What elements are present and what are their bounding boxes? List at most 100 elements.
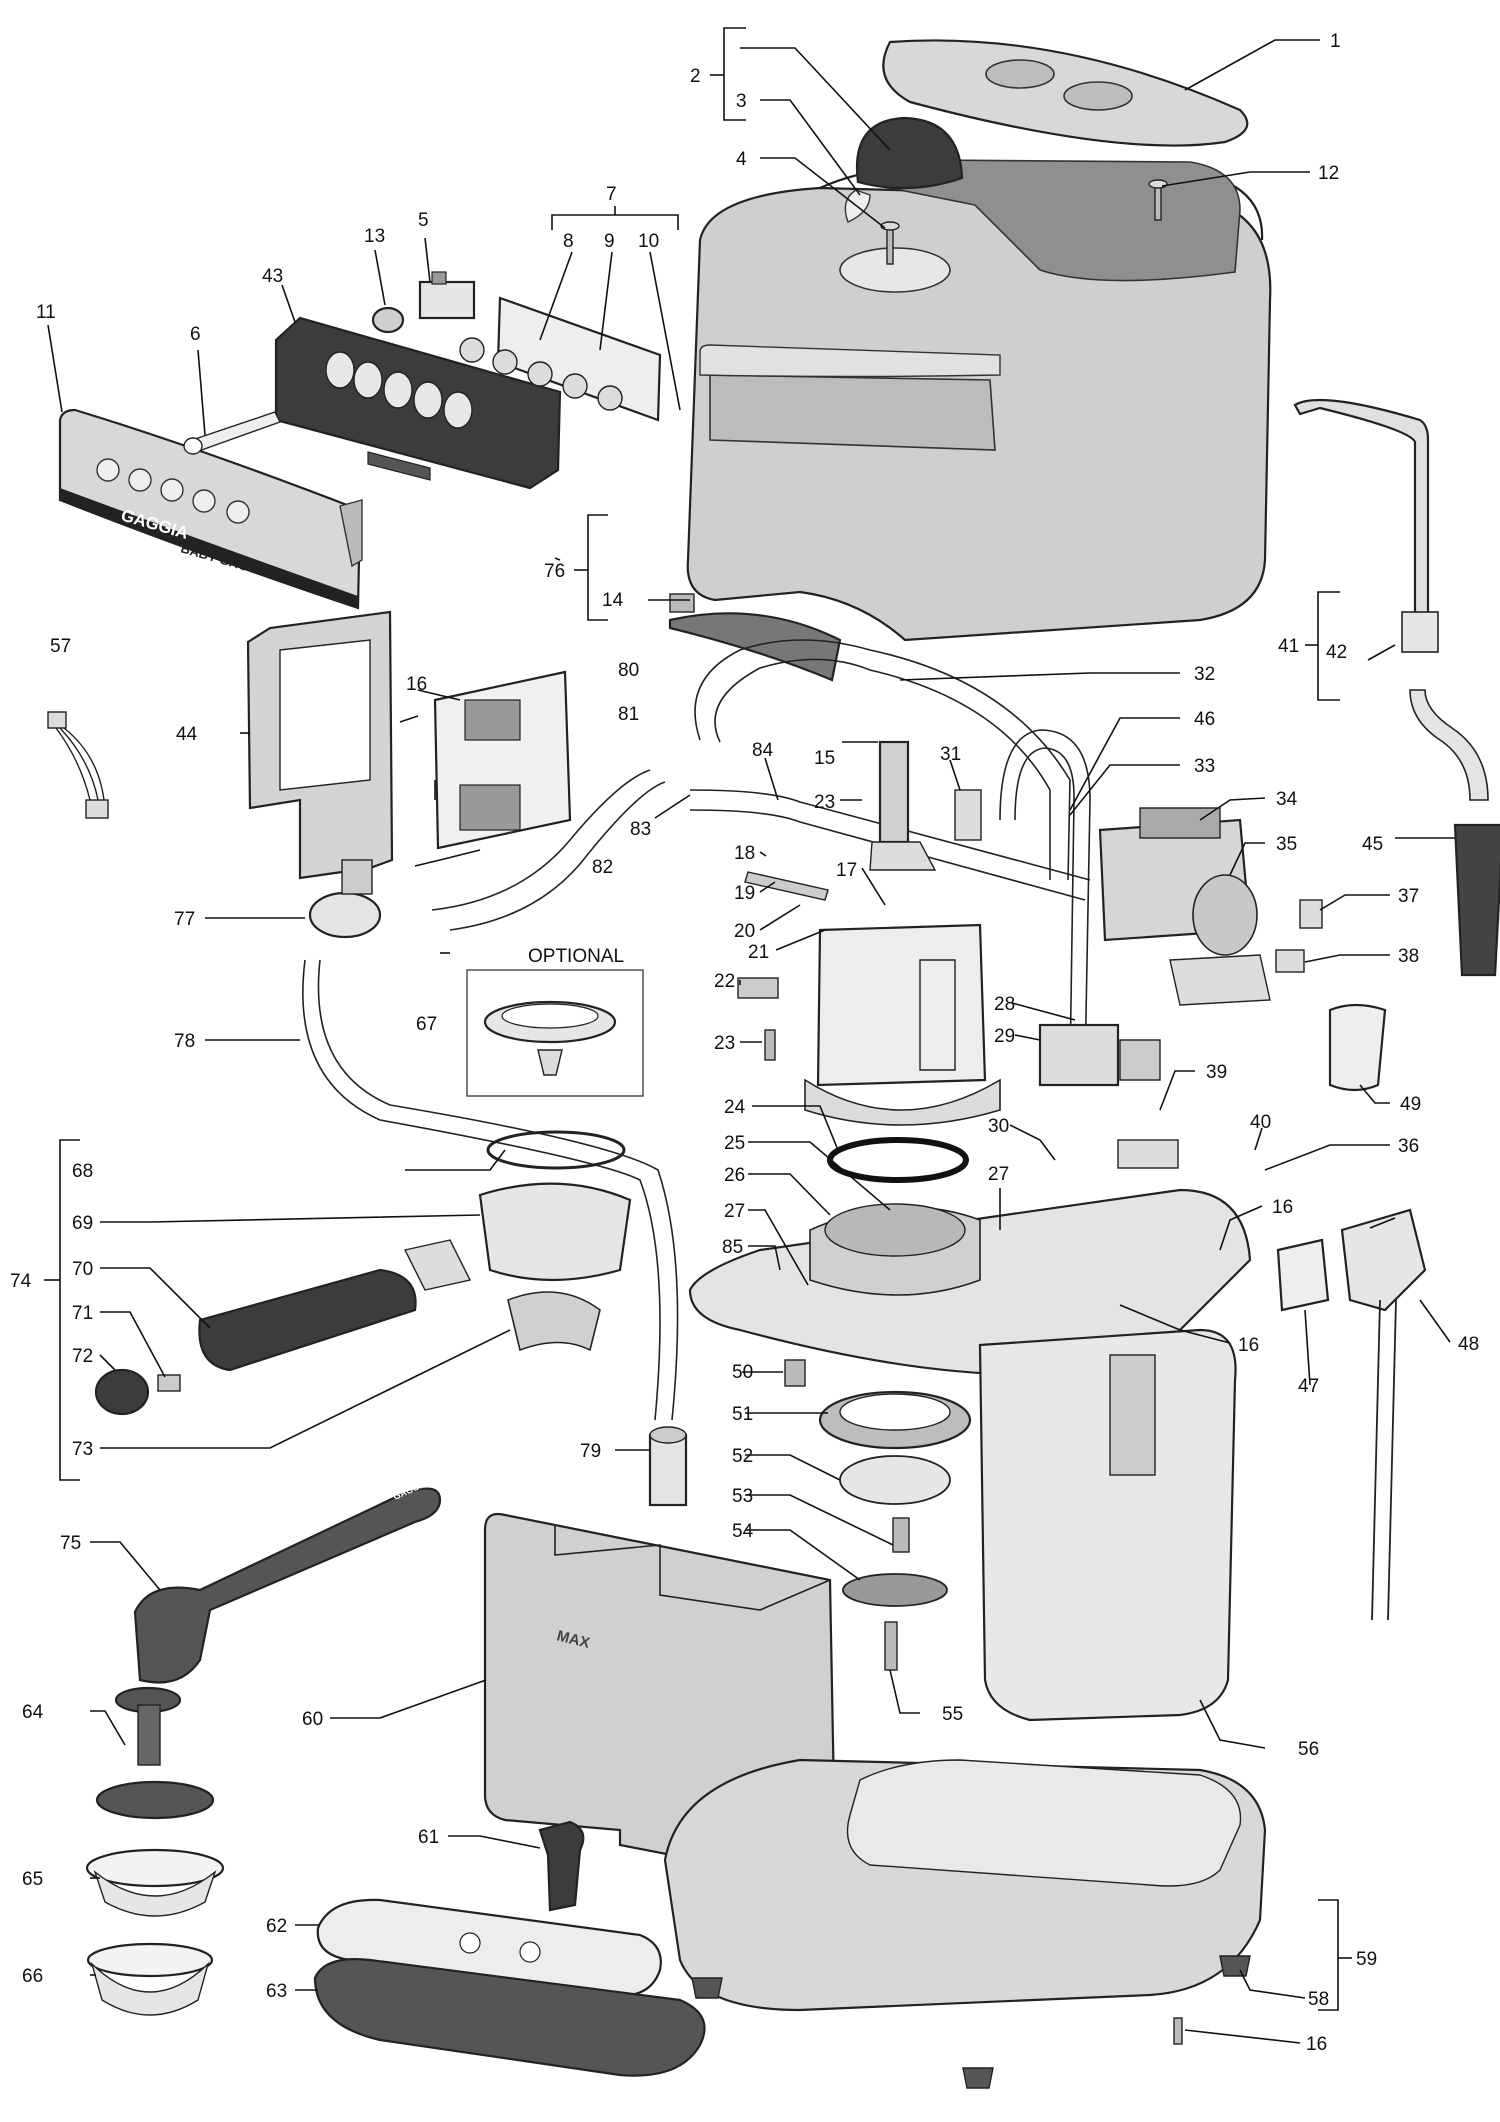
bracket-group-7 [551,206,679,230]
part-screw-12 [1148,179,1168,221]
callout-24: 24 [724,1097,746,1118]
part-thermostat-assembly [869,740,982,871]
callout-70: 70 [72,1259,93,1280]
bracket-group-59 [1318,1899,1352,2011]
part-control-pcb [433,670,572,850]
callout-74: 74 [10,1271,32,1292]
part-steam-switch [418,271,476,320]
part-power-cord [1276,1208,1427,1621]
callout-27a: 27 [724,1201,745,1222]
bracket-group-74 [44,1139,80,1481]
callout-56: 56 [1298,1739,1319,1760]
callout-48: 48 [1458,1334,1479,1355]
callout-59: 59 [1356,1949,1377,1970]
callout-19: 19 [734,883,755,904]
callout-65: 65 [22,1869,43,1890]
callout-71: 71 [72,1303,93,1324]
callout-41: 41 [1278,636,1299,657]
callout-14: 14 [602,590,624,611]
part-fittings [1275,899,1323,973]
callout-60: 60 [302,1709,323,1730]
callout-2: 2 [690,66,701,87]
callout-33: 33 [1194,756,1215,777]
part-lid [882,39,1249,147]
callout-6: 6 [190,324,201,345]
callout-1: 1 [1330,31,1341,52]
callout-81: 81 [618,704,639,725]
callout-52: 52 [732,1446,753,1467]
part-drip-guard [668,593,842,682]
callout-36: 36 [1398,1136,1419,1157]
callout-55: 55 [942,1704,963,1725]
callout-20: 20 [734,921,755,942]
callout-27b: 27 [988,1164,1009,1185]
callout-34: 34 [1276,789,1298,810]
callout-16c: 16 [1238,1335,1259,1356]
part-water-filter [648,1426,688,1507]
callout-78: 78 [174,1031,195,1052]
part-boiler [804,923,1001,1126]
callout-63: 63 [266,1981,287,2002]
part-number-labels: 1 2 3 4 5 6 7 8 9 10 11 12 13 14 15 16 1… [10,31,1479,2055]
callout-32: 32 [1194,664,1215,685]
callout-54: 54 [732,1521,754,1542]
callout-72: 72 [72,1346,93,1367]
callout-15: 15 [814,748,835,769]
callout-45: 45 [1362,834,1383,855]
callout-21: 21 [748,942,769,963]
part-screw-16-bottom [1173,2017,1183,2045]
callout-10: 10 [638,231,659,252]
callout-23a: 23 [814,792,835,813]
callout-42: 42 [1326,642,1347,663]
callout-58: 58 [1308,1989,1329,2010]
part-main-body [686,159,1272,642]
part-steam-knob [844,116,964,223]
callout-7: 7 [606,184,617,205]
part-tamper [95,1686,215,1820]
callout-23b: 23 [714,1033,735,1054]
part-screw-4 [880,221,900,265]
callout-12: 12 [1318,163,1339,184]
part-probe [737,977,779,999]
part-base-plate [688,1188,1252,1376]
callout-28: 28 [994,994,1015,1015]
bracket-group-41 [1305,591,1340,701]
callout-25: 25 [724,1133,745,1154]
part-solenoid-valve [1038,1023,1179,1169]
callout-9: 9 [604,231,615,252]
part-drip-grid [316,1898,662,1997]
part-filter-basket-double [86,1942,214,2016]
part-lower-housing [978,1328,1237,1722]
optional-label: OPTIONAL [528,946,624,967]
part-pump [1098,807,1271,1006]
callout-79: 79 [580,1441,601,1462]
part-indicator-light [183,411,281,455]
callout-68: 68 [72,1161,93,1182]
callout-39: 39 [1206,1062,1227,1083]
callout-61: 61 [418,1827,439,1848]
callout-8: 8 [563,231,574,252]
callout-16d: 16 [1306,2034,1327,2055]
callout-83: 83 [630,819,651,840]
callout-11: 11 [36,302,56,323]
callout-46: 46 [1194,709,1215,730]
part-tank-valve [538,1820,585,1912]
part-resistor [744,871,829,901]
part-steam-wand [1293,398,1500,977]
part-drip-base [663,1758,1267,2012]
callout-77: 77 [174,909,195,930]
callout-13: 13 [364,226,385,247]
part-handle-cap [94,1368,150,1416]
part-neon-lamp [371,306,405,334]
callout-66: 66 [22,1966,43,1987]
callout-64: 64 [22,1702,44,1723]
callout-29: 29 [994,1026,1015,1047]
callout-22: 22 [714,971,735,992]
callout-85: 85 [722,1237,743,1258]
part-hose-set [431,639,1091,1071]
leader-lines [47,39,1455,2044]
callout-5: 5 [418,210,429,231]
part-screw-23a [764,1029,776,1061]
part-portafilter [198,1130,632,1372]
callout-31: 31 [940,744,961,765]
